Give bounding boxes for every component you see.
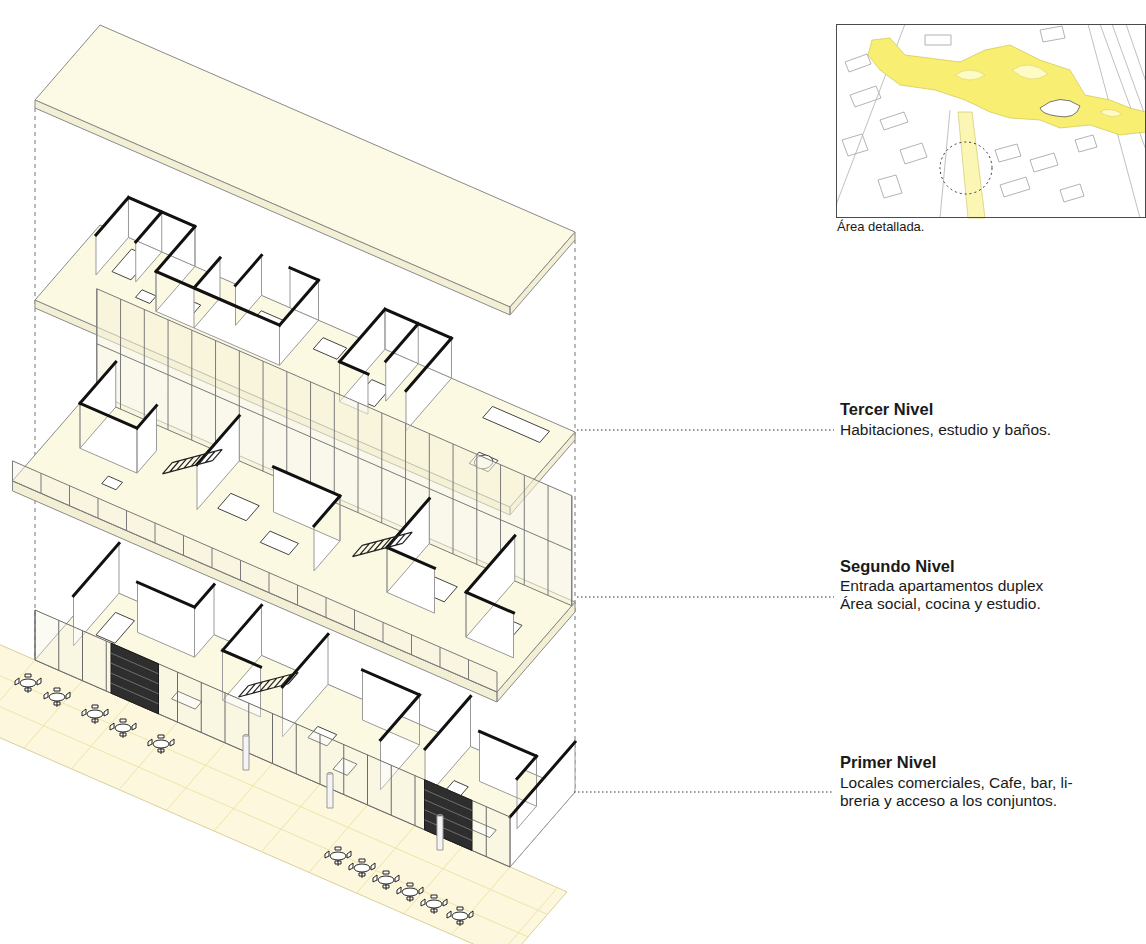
map-street bbox=[836, 24, 1146, 218]
level-description: Habitaciones, estudio y baños. bbox=[840, 421, 1140, 439]
label-holder: Habitaciones, estudio y baños. bbox=[840, 421, 1140, 439]
mullion bbox=[4, 610, 518, 857]
label-holder: Segundo Nivel bbox=[840, 557, 1140, 576]
cafe-table bbox=[325, 847, 351, 866]
cafe-table bbox=[349, 859, 375, 878]
level-title: Primer Nivel bbox=[840, 753, 1140, 772]
cafe-table bbox=[447, 907, 473, 926]
roll-shutter bbox=[80, 643, 504, 850]
cafe-table bbox=[373, 871, 399, 890]
leader-line bbox=[574, 430, 834, 792]
cafe-table bbox=[82, 705, 108, 724]
map-path bbox=[958, 112, 985, 218]
wall-face bbox=[23, 543, 607, 867]
label-holder: Entrada apartamentos duplex Área social,… bbox=[840, 577, 1068, 613]
wall-cut bbox=[67, 362, 562, 613]
cafe-table bbox=[15, 674, 41, 693]
map-park bbox=[868, 38, 1146, 135]
label-holder: Locales comerciales, Cafe, bar, li- brer… bbox=[840, 774, 1092, 810]
cafe-table bbox=[397, 883, 423, 902]
site-map bbox=[836, 24, 1146, 218]
label-holder: Primer Nivel bbox=[840, 753, 1140, 772]
bollard bbox=[243, 736, 443, 850]
level-title: Segundo Nivel bbox=[840, 557, 1140, 576]
map-caption: Área detallada. bbox=[837, 219, 924, 234]
map-loop bbox=[1040, 99, 1080, 116]
level-description: Entrada apartamentos duplex Área social,… bbox=[840, 577, 1068, 613]
label-holder: Tercer Nivel bbox=[840, 400, 1140, 419]
stair bbox=[239, 660, 299, 709]
bollard-top bbox=[243, 735, 443, 817]
level-title: Tercer Nivel bbox=[840, 400, 1140, 419]
shop-front-glass bbox=[4, 610, 542, 867]
cafe-table bbox=[110, 719, 136, 738]
cafe-table bbox=[148, 735, 174, 754]
cafe-table bbox=[44, 688, 70, 707]
bollards bbox=[243, 735, 443, 851]
map-inset: Área detallada. bbox=[836, 24, 1146, 218]
first-level bbox=[0, 524, 663, 944]
map-ground bbox=[836, 24, 1146, 218]
map-plaza bbox=[955, 65, 1122, 117]
level-description: Locales comerciales, Cafe, bar, li- brer… bbox=[840, 774, 1092, 810]
shutter-slat bbox=[92, 653, 491, 840]
cafe-table bbox=[421, 895, 447, 914]
detail-circle bbox=[940, 142, 992, 194]
